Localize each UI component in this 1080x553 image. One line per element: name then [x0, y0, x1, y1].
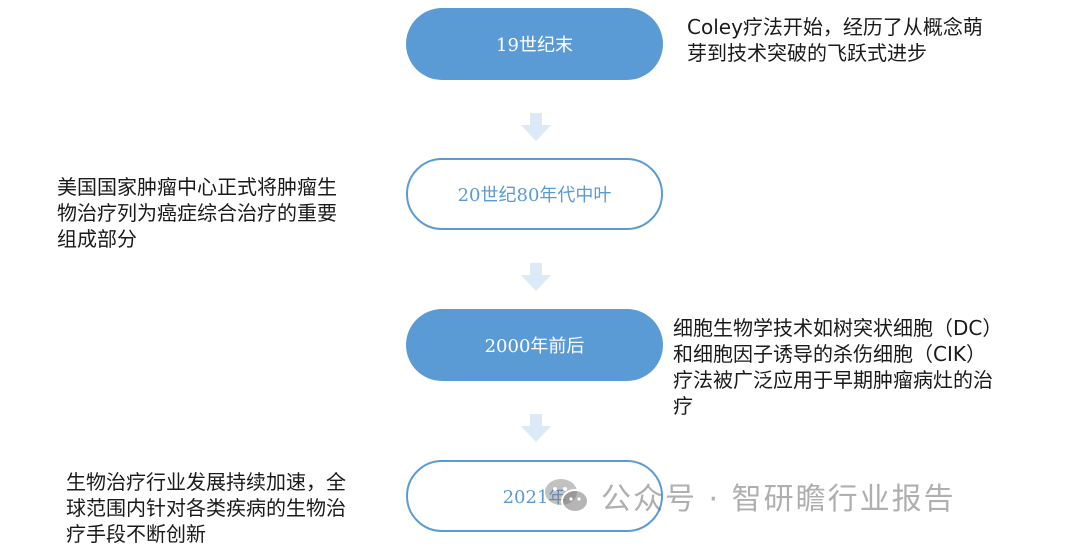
down-arrow-icon	[521, 414, 551, 442]
timeline-node-label: 2000年前后	[484, 336, 585, 357]
timeline-node-label: 20世纪80年代中叶	[457, 185, 612, 206]
timeline-node-4: 2021年	[406, 460, 663, 532]
watermark-text: 公众号 · 智研瞻行业报告	[601, 482, 956, 517]
timeline-node-1: 19世纪末	[406, 8, 663, 80]
watermark: 公众号 · 智研瞻行业报告	[543, 472, 1043, 520]
down-arrow-icon	[521, 113, 551, 141]
timeline-node-3: 2000年前后	[406, 309, 663, 381]
timeline-description-1: Coley疗法开始，经历了从概念萌 芽到技术突破的飞跃式进步	[687, 15, 983, 65]
timeline-node-label: 2021年	[502, 487, 567, 508]
timeline-description-2: 美国国家肿瘤中心正式将肿瘤生 物治疗列为癌症综合治疗的重要 组成部分	[57, 175, 337, 251]
down-arrow-icon	[521, 263, 551, 291]
timeline-node-2: 20世纪80年代中叶	[406, 158, 663, 230]
timeline-description-3: 细胞生物学技术如树突状细胞（DC） 和细胞因子诱导的杀伤细胞（CIK） 疗法被广…	[673, 316, 1003, 418]
wechat-icon	[545, 479, 589, 513]
timeline-node-label: 19世纪末	[496, 35, 573, 56]
timeline-description-4: 生物治疗行业发展持续加速，全 球范围内针对各类疾病的生物治 疗手段不断创新	[66, 470, 346, 546]
